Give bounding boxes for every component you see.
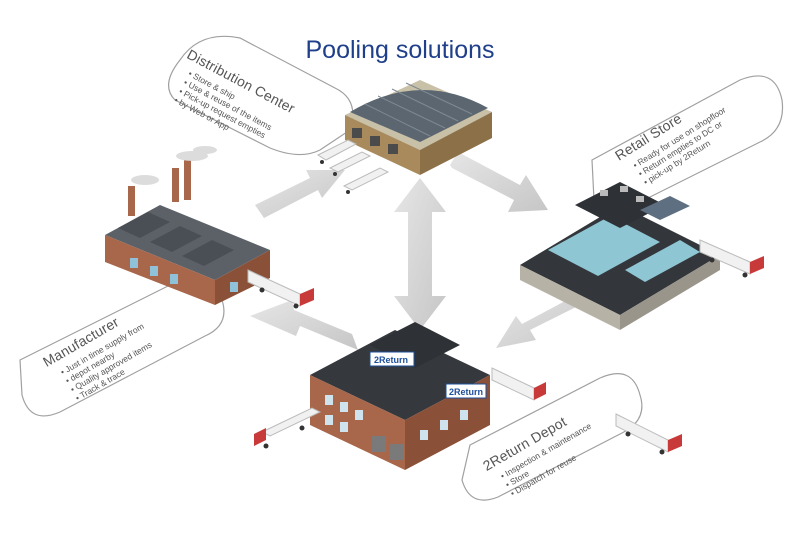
manufacturer-truck [247, 269, 314, 309]
arrow-retail-to-depot [496, 292, 590, 348]
page-title: Pooling solutions [305, 36, 495, 64]
manufacturer-building [105, 146, 270, 305]
arrow-manufacturer-to-dc [255, 170, 345, 218]
depot-brand-logo-2: 2Return [449, 387, 483, 397]
dc-trucks [316, 139, 390, 194]
depot-brand-logo: 2Return [374, 355, 408, 365]
arrow-dc-to-retail [450, 152, 548, 212]
retail-store-building [520, 182, 720, 330]
depot-building [310, 322, 490, 470]
arrow-depot-to-manufacturer [250, 300, 358, 350]
arrow-dc-depot-bidirectional [394, 178, 446, 330]
retail-truck [699, 239, 764, 278]
distribution-center-building [345, 80, 492, 175]
